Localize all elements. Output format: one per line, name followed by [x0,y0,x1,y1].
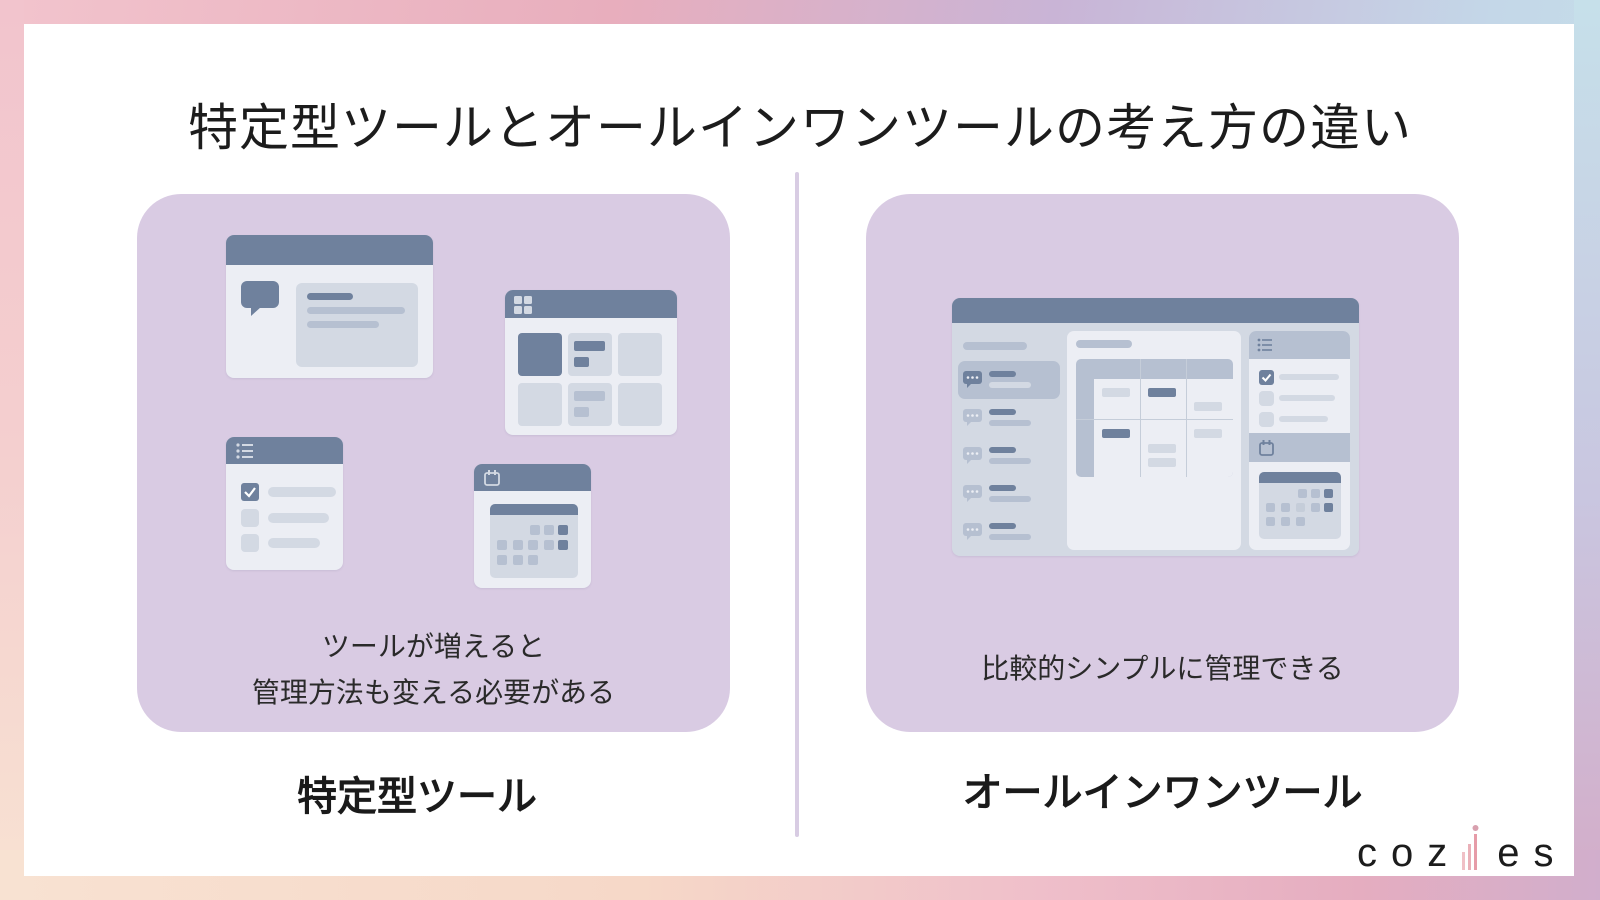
calendar-window-illustration [474,464,591,588]
center-divider [795,172,799,837]
chat-bubble-icon [963,523,982,540]
logo-text-end: es [1497,831,1568,875]
calendar-icon [484,470,500,486]
chat-bubble-icon [241,281,279,316]
chat-window-illustration [226,235,433,378]
slide-title: 特定型ツールとオールインワンツールの考え方の違い [188,99,1412,157]
all-in-one-caption: 比較的シンプルに管理できる [981,652,1344,685]
specific-tools-panel: ツールが増えると 管理方法も変える必要がある [137,194,730,732]
checkbox-checked-icon [241,483,259,501]
chat-bubble-icon [963,485,982,502]
specific-tools-label: 特定型ツール [297,774,537,820]
list-icon [236,443,253,459]
all-in-one-panel: 比較的シンプルに管理できる [866,194,1459,732]
background-gradient-left [0,0,24,900]
cozies-logo: coz es [1357,824,1568,876]
background-gradient-right [1574,0,1600,900]
checklist-window-illustration [226,437,343,570]
grid-icon [514,296,532,314]
checkbox-checked-icon [1259,370,1274,385]
caption-line-1: ツールが増えると [321,630,546,663]
chat-bubble-icon [963,371,982,388]
widget-pane [1249,331,1350,550]
caption-line-2: 管理方法も変える必要がある [251,676,616,709]
logo-text-start: coz [1357,831,1462,875]
dashboard-window-illustration [505,290,677,435]
logo-bar-chart-icon [1462,825,1479,870]
list-icon [1257,338,1272,352]
all-in-one-window-illustration [952,298,1359,556]
schedule-pane [1067,331,1241,550]
all-in-one-label: オールインワンツール [962,770,1363,816]
chat-bubble-icon [963,409,982,426]
specific-tools-caption: ツールが増えると 管理方法も変える必要がある [137,624,730,716]
calendar-icon [1259,440,1274,456]
chat-bubble-icon [963,447,982,464]
